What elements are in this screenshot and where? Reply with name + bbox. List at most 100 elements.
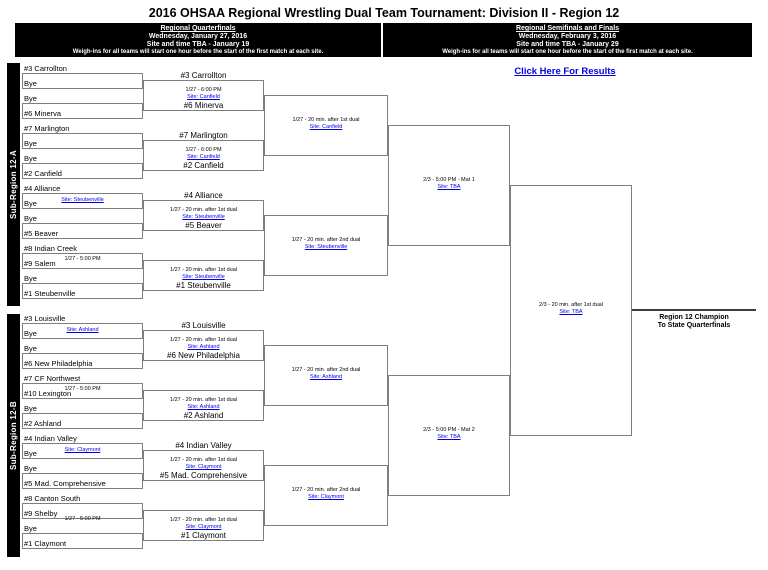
- site-link[interactable]: Site: Steubenville: [182, 214, 225, 220]
- sf-match-info: 1/27 - 20 min. after 2nd dual Site: Clay…: [264, 487, 388, 501]
- team-slot-label: Bye: [24, 79, 37, 88]
- team-slot-label: #5 Beaver: [24, 229, 59, 238]
- team-slot-label: Bye: [24, 449, 37, 458]
- qf-winner-label: #2 Ashland: [183, 411, 224, 420]
- site-link[interactable]: Site: Ashland: [309, 374, 343, 380]
- qf-winner-label: #3 Carrollton: [180, 71, 227, 80]
- team-slot-label: Bye: [24, 199, 37, 208]
- region-final-box: [510, 185, 632, 436]
- match-time: 1/27 - 20 min. after 2nd dual: [291, 367, 361, 373]
- semifinals-header-box: Regional Semifinals and Finals Wednesday…: [383, 23, 752, 57]
- qf-match-info: 1/27 - 20 min. after 1st dual Site: Ashl…: [143, 337, 264, 351]
- site-link[interactable]: Site: Steubenville: [304, 244, 348, 250]
- r1-match-box: [22, 283, 143, 299]
- quarterfinals-header-title: Regional Quarterfinals: [160, 25, 236, 32]
- sf-match-box: [264, 345, 388, 406]
- qf-match-info: 1/27 - 20 min. after 1st dual Site: Ashl…: [143, 397, 264, 411]
- team-slot-label: #2 Canfield: [24, 169, 62, 178]
- results-link[interactable]: Click Here For Results: [514, 66, 616, 77]
- r1-match-box: [22, 533, 143, 549]
- r1-match-box: [22, 383, 143, 399]
- quarterfinals-header-site: Site and time TBA - January 19: [146, 41, 250, 48]
- site-link[interactable]: Site: Claymont: [185, 524, 222, 530]
- site-link[interactable]: Site: Steubenville: [61, 197, 104, 203]
- team-slot-label: Bye: [24, 139, 37, 148]
- team-slot-label: Bye: [24, 154, 37, 163]
- team-slot-label: Bye: [24, 404, 37, 413]
- qf-winner-label: #2 Canfield: [183, 161, 224, 170]
- match-time: 1/27 - 5:00 PM: [64, 256, 101, 262]
- match-time: 1/27 - 20 min. after 1st dual: [170, 337, 237, 343]
- qf-match-box: [143, 80, 264, 111]
- subregion-a-band: Sub-Region 12-A: [7, 63, 20, 306]
- team-slot-label: #7 Marlington: [24, 124, 70, 133]
- quarterfinals-header-box: Regional Quarterfinals Wednesday, Januar…: [15, 23, 381, 57]
- r1-match-box: [22, 223, 143, 239]
- qf-match-info: 1/27 - 6:00 PM Site: Canfield: [143, 147, 264, 161]
- match-time: 1/27 - 20 min. after 2nd dual: [291, 487, 361, 493]
- r1-match-info: 1/27 - 5:00 PM: [22, 256, 143, 263]
- sf-match-box: [264, 95, 388, 156]
- team-slot-label: #9 Shelby: [24, 509, 58, 518]
- site-link[interactable]: Site: Claymont: [308, 494, 344, 500]
- site-link[interactable]: Site: Canfield: [187, 94, 220, 100]
- quarterfinals-header-weighins: Weigh-ins for all teams will start one h…: [72, 49, 324, 55]
- match-time: 1/27 - 5:00 PM: [64, 516, 101, 522]
- subregion-b-label: Sub-Region 12-B: [9, 401, 19, 470]
- sf-match-box: [264, 465, 388, 526]
- r1-match-info: 1/27 - 5:00 PM: [22, 516, 143, 523]
- team-slot-label: Bye: [24, 94, 37, 103]
- team-slot-label: Bye: [24, 274, 37, 283]
- team-slot-label: #8 Canton South: [24, 494, 81, 503]
- qf-match-box: [143, 510, 264, 541]
- site-link[interactable]: Site: Ashland: [187, 404, 220, 410]
- team-slot-label: #3 Carrollton: [24, 64, 67, 73]
- team-slot-label: #8 Indian Creek: [24, 244, 77, 253]
- match-time: 1/27 - 20 min. after 1st dual: [170, 207, 237, 213]
- team-slot-label: #4 Indian Valley: [24, 434, 77, 443]
- team-slot-label: Bye: [24, 329, 37, 338]
- qf-match-info: 1/27 - 20 min. after 1st dual Site: Steu…: [143, 267, 264, 281]
- qf-winner-label: #3 Louisville: [181, 321, 226, 330]
- site-link[interactable]: Site: TBA: [559, 309, 583, 315]
- team-slot-label: #9 Salem: [24, 259, 56, 268]
- qf-match-box: [143, 140, 264, 171]
- site-link[interactable]: Site: TBA: [437, 184, 461, 190]
- team-slot-label: Bye: [24, 464, 37, 473]
- team-slot-label: Bye: [24, 524, 37, 533]
- region-final-info: 2/3 - 20 min. after 1st dual Site: TBA: [510, 302, 632, 316]
- match-time: 2/3 - 5:00 PM - Mat 1: [423, 177, 475, 183]
- site-link[interactable]: Site: TBA: [437, 434, 461, 440]
- qf-match-info: 1/27 - 20 min. after 1st dual Site: Clay…: [143, 517, 264, 531]
- team-slot-label: #1 Steubenville: [24, 289, 76, 298]
- qf-winner-label: #1 Claymont: [181, 531, 226, 540]
- team-slot-label: #2 Ashland: [24, 419, 62, 428]
- site-link[interactable]: Site: Claymont: [185, 464, 222, 470]
- site-link[interactable]: Site: Steubenville: [182, 274, 225, 280]
- subregion-b-final-box: [388, 375, 510, 496]
- match-time: 1/27 - 20 min. after 1st dual: [292, 117, 360, 123]
- team-slot-label: Bye: [24, 344, 37, 353]
- team-slot-label: Bye: [24, 214, 37, 223]
- site-link[interactable]: Site: Ashland: [66, 327, 99, 333]
- subregion-a-final-box: [388, 125, 510, 246]
- semifinals-header-date: Wednesday, February 3, 2016: [518, 33, 617, 40]
- site-link[interactable]: Site: Canfield: [309, 124, 343, 130]
- qf-winner-label: #6 New Philadelphia: [167, 351, 240, 360]
- qf-winner-label: #4 Alliance: [184, 191, 223, 200]
- match-time: 1/27 - 6:00 PM: [185, 147, 222, 153]
- qf-match-info: 1/27 - 6:00 PM Site: Canfield: [143, 87, 264, 101]
- r1-match-info: Site: Ashland: [22, 327, 143, 334]
- r1-match-box: [22, 103, 143, 119]
- r1-match-box: [22, 413, 143, 429]
- qf-match-box: [143, 390, 264, 421]
- r1-match-info: Site: Claymont: [22, 447, 143, 454]
- match-time: 1/27 - 20 min. after 1st dual: [170, 267, 237, 273]
- site-link[interactable]: Site: Canfield: [187, 154, 220, 160]
- match-time: 1/27 - 20 min. after 1st dual: [170, 517, 237, 523]
- site-link[interactable]: Site: Ashland: [187, 344, 220, 350]
- site-link[interactable]: Site: Claymont: [64, 447, 101, 453]
- match-time: 1/27 - 20 min. after 1st dual: [170, 397, 237, 403]
- subregion-b-final-info: 2/3 - 5:00 PM - Mat 2 Site: TBA: [388, 427, 510, 441]
